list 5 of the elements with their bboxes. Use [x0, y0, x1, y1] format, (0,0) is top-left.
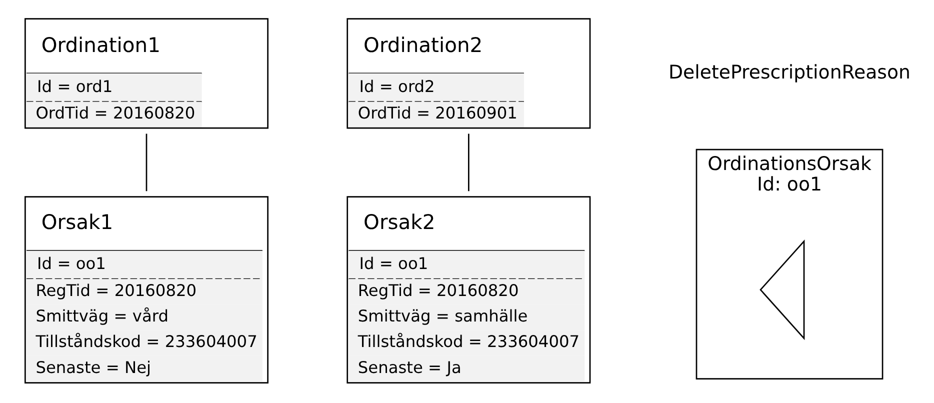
cluster: OrdinationsOrsak Id: oo1	[696, 148, 884, 380]
node-chevron	[760, 240, 805, 340]
label: DeletePrescriptionReason	[668, 61, 911, 84]
connector	[146, 134, 148, 192]
connector	[468, 134, 470, 192]
